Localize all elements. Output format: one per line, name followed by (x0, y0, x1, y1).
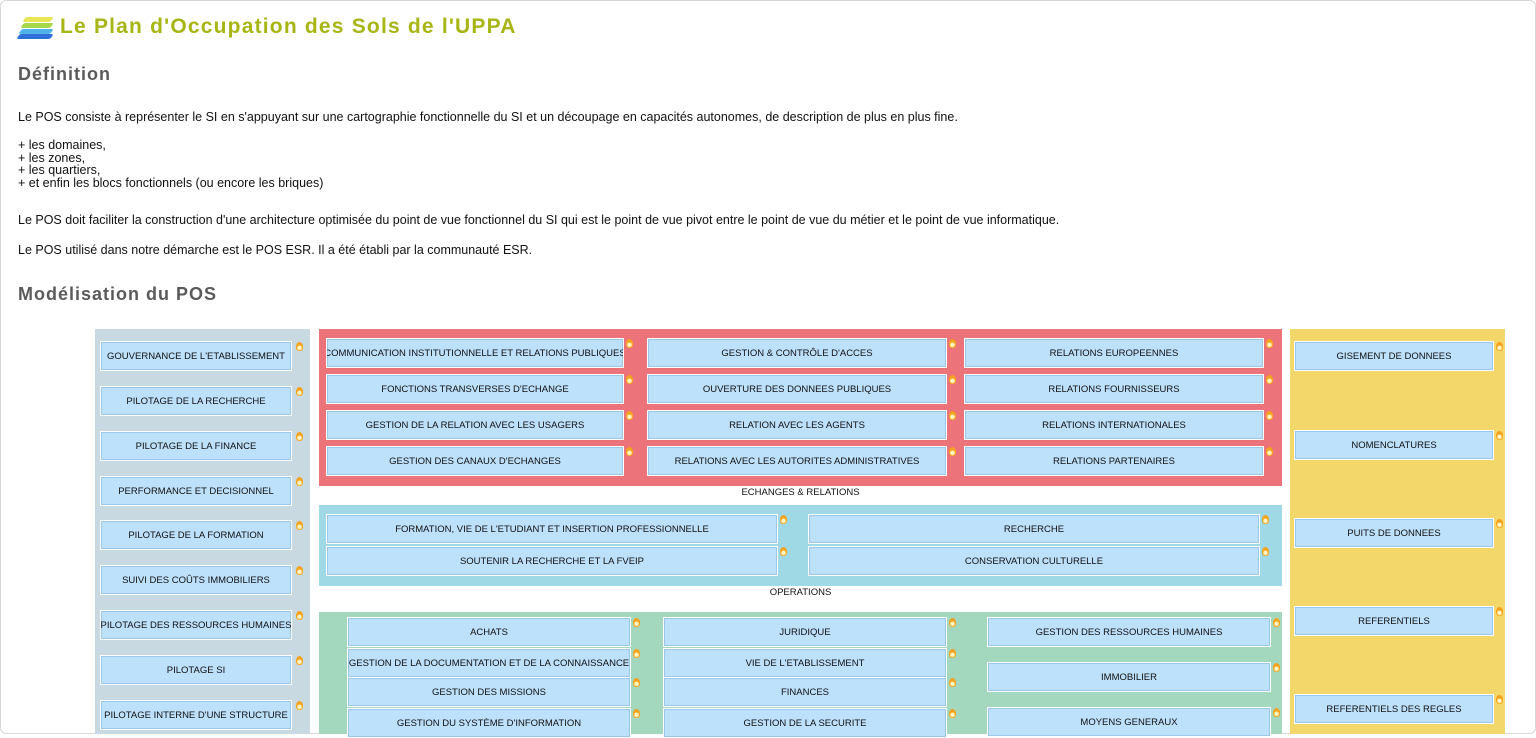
operations-block[interactable]: FORMATION, VIE DE L'ETUDIANT ET INSERTIO… (326, 514, 778, 544)
pilotage-block[interactable]: SUIVI DES COÛTS IMMOBILIERS (100, 565, 292, 595)
flame-marker-icon (633, 618, 640, 627)
echanges-block[interactable]: RELATIONS AVEC LES AUTORITES ADMINISTRAT… (647, 446, 947, 476)
echanges-block[interactable]: FONCTIONS TRANSVERSES D'ECHANGE (326, 374, 624, 404)
echanges-block[interactable]: OUVERTURE DES DONNEES PUBLIQUES (647, 374, 947, 404)
flame-marker-icon (633, 649, 640, 658)
pilotage-block[interactable]: PILOTAGE DE LA RECHERCHE (100, 386, 292, 416)
flame-marker-icon (1496, 431, 1503, 440)
flame-marker-icon (633, 709, 640, 718)
page-header: Le Plan d'Occupation des Sols de l'UPPA (16, 12, 517, 42)
flame-marker-icon (296, 566, 303, 575)
support-block[interactable]: FINANCES (663, 677, 947, 707)
flame-marker-icon (1273, 663, 1280, 672)
flame-marker-icon (949, 375, 956, 384)
flame-marker-icon (296, 701, 303, 710)
flame-marker-icon (626, 375, 633, 384)
flame-marker-icon (296, 387, 303, 396)
echanges-block[interactable]: GESTION & CONTRÔLE D'ACCES (647, 338, 947, 368)
support-block[interactable]: GESTION DE LA SECURITE (663, 708, 947, 738)
definition-paragraph-3: Le POS utilisé dans notre démarche est l… (18, 243, 533, 257)
echanges-relations-label: ECHANGES & RELATIONS (741, 487, 860, 498)
echanges-block[interactable]: RELATION AVEC LES AGENTS (647, 410, 947, 440)
list-item: + les quartiers, (18, 163, 101, 177)
operations-label: OPERATIONS (769, 587, 832, 598)
data-block[interactable]: REFERENTIELS (1294, 606, 1494, 636)
flame-marker-icon (1262, 547, 1269, 556)
flame-marker-icon (633, 678, 640, 687)
echanges-block[interactable]: GESTION DES CANAUX D'ECHANGES (326, 446, 624, 476)
echanges-block[interactable]: GESTION DE LA RELATION AVEC LES USAGERS (326, 410, 624, 440)
echanges-block[interactable]: RELATIONS INTERNATIONALES (964, 410, 1264, 440)
pilotage-block[interactable]: PERFORMANCE ET DECISIONNEL (100, 476, 292, 506)
flame-marker-icon (1496, 519, 1503, 528)
modelisation-heading: Modélisation du POS (18, 284, 218, 304)
flame-marker-icon (1496, 695, 1503, 704)
flame-marker-icon (1262, 515, 1269, 524)
pilotage-block[interactable]: PILOTAGE DE LA FORMATION (100, 520, 292, 550)
support-block[interactable]: VIE DE L'ETABLISSEMENT (663, 648, 947, 678)
flame-marker-icon (780, 547, 787, 556)
flame-marker-icon (626, 411, 633, 420)
support-block[interactable]: MOYENS GENERAUX (987, 707, 1271, 737)
flame-marker-icon (626, 339, 633, 348)
flame-marker-icon (1273, 708, 1280, 717)
flame-marker-icon (1266, 375, 1273, 384)
definition-paragraph-1: Le POS consiste à représenter le SI en s… (18, 110, 958, 124)
flame-marker-icon (949, 411, 956, 420)
operations-block[interactable]: RECHERCHE (808, 514, 1260, 544)
echanges-block[interactable]: RELATIONS FOURNISSEURS (964, 374, 1264, 404)
pilotage-block[interactable]: PILOTAGE INTERNE D'UNE STRUCTURE (100, 700, 292, 730)
flame-marker-icon (1496, 607, 1503, 616)
page-title: Le Plan d'Occupation des Sols de l'UPPA (60, 15, 517, 38)
echanges-block[interactable]: RELATIONS PARTENAIRES (964, 446, 1264, 476)
flame-marker-icon (949, 709, 956, 718)
layers-logo-icon (16, 15, 58, 39)
flame-marker-icon (1496, 342, 1503, 351)
flame-marker-icon (949, 678, 956, 687)
echanges-block[interactable]: RELATIONS EUROPEENNES (964, 338, 1264, 368)
flame-marker-icon (296, 656, 303, 665)
definition-list: + les domaines, + les zones, + les quart… (18, 139, 323, 189)
flame-marker-icon (949, 339, 956, 348)
list-item: + les domaines, (18, 138, 106, 152)
data-block[interactable]: NOMENCLATURES (1294, 430, 1494, 460)
flame-marker-icon (626, 447, 633, 456)
flame-marker-icon (1266, 339, 1273, 348)
list-item: + les zones, (18, 150, 86, 165)
support-block[interactable]: JURIDIQUE (663, 617, 947, 647)
definition-heading: Définition (18, 64, 111, 84)
data-block[interactable]: REFERENTIELS DES REGLES (1294, 694, 1494, 724)
pilotage-block[interactable]: GOUVERNANCE DE L'ETABLISSEMENT (100, 341, 292, 371)
flame-marker-icon (1266, 447, 1273, 456)
list-item: + et enfin les blocs fonctionnels (ou en… (18, 175, 324, 190)
flame-marker-icon (1266, 411, 1273, 420)
flame-marker-icon (296, 611, 303, 620)
flame-marker-icon (296, 342, 303, 351)
flame-marker-icon (1273, 618, 1280, 627)
pilotage-block[interactable]: PILOTAGE DE LA FINANCE (100, 431, 292, 461)
flame-marker-icon (780, 515, 787, 524)
support-block[interactable]: IMMOBILIER (987, 662, 1271, 692)
echanges-block[interactable]: COMMUNICATION INSTITUTIONNELLE ET RELATI… (326, 338, 624, 368)
data-block[interactable]: GISEMENT DE DONNEES (1294, 341, 1494, 371)
flame-marker-icon (949, 447, 956, 456)
flame-marker-icon (296, 521, 303, 530)
flame-marker-icon (296, 477, 303, 486)
flame-marker-icon (296, 432, 303, 441)
pilotage-block[interactable]: PILOTAGE DES RESSOURCES HUMAINES (100, 610, 292, 640)
support-block[interactable]: ACHATS (347, 617, 631, 647)
flame-marker-icon (949, 618, 956, 627)
operations-block[interactable]: SOUTENIR LA RECHERCHE ET LA FVEIP (326, 546, 778, 576)
definition-paragraph-2: Le POS doit faciliter la construction d'… (18, 213, 1060, 227)
support-block[interactable]: GESTION DES MISSIONS (347, 677, 631, 707)
support-block[interactable]: GESTION DE LA DOCUMENTATION ET DE LA CON… (347, 648, 631, 678)
flame-marker-icon (949, 649, 956, 658)
support-block[interactable]: GESTION DES RESSOURCES HUMAINES (987, 617, 1271, 647)
operations-block[interactable]: CONSERVATION CULTURELLE (808, 546, 1260, 576)
pilotage-block[interactable]: PILOTAGE SI (100, 655, 292, 685)
data-block[interactable]: PUITS DE DONNEES (1294, 518, 1494, 548)
support-block[interactable]: GESTION DU SYSTÈME D'INFORMATION (347, 708, 631, 738)
